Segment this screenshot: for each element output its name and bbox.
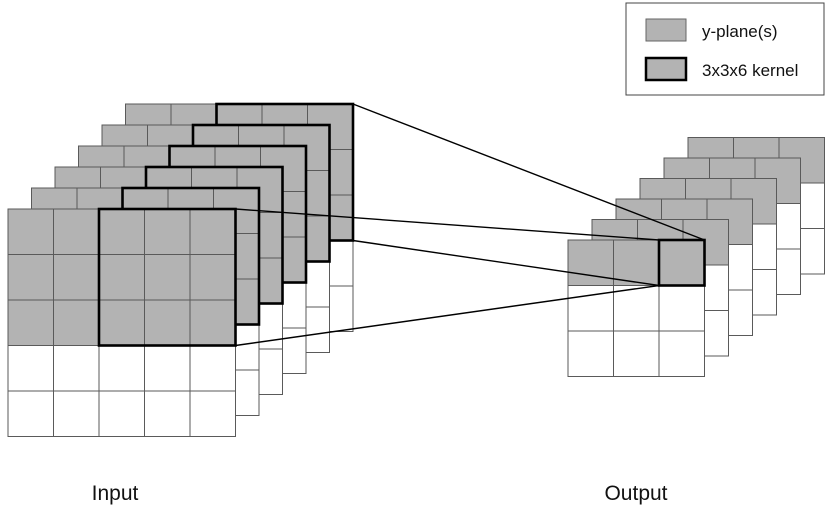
connector-lines: [235, 103, 705, 347]
input-plane-1: [7, 207, 237, 437]
grid-cell: [53, 254, 100, 301]
grid-cell: [189, 254, 236, 301]
grid-cell: [53, 390, 100, 437]
grid-cell: [567, 330, 614, 377]
grid-cell: [189, 345, 236, 392]
input-label: Input: [92, 482, 139, 505]
output-plane-1: [567, 238, 706, 377]
output-label: Output: [604, 482, 667, 505]
kernel-outline: [97, 207, 237, 347]
grid-cell: [7, 254, 54, 301]
legend-swatch-kernel: [644, 56, 688, 82]
grid-cell: [144, 299, 191, 346]
grid-cell: [7, 299, 54, 346]
grid-cell: [98, 390, 145, 437]
grid-cell: [98, 299, 145, 346]
grid-cell: [658, 239, 705, 286]
connector-line-1: [352, 103, 705, 241]
grid-cell: [567, 239, 614, 286]
grid-cell: [189, 299, 236, 346]
kernel-outline: [657, 238, 706, 287]
grid-cell: [613, 330, 660, 377]
grid-cell: [7, 208, 54, 255]
grid-cell: [7, 345, 54, 392]
grid-cell: [98, 208, 145, 255]
volumes-layer: [7, 102, 825, 437]
grid-cell: [98, 254, 145, 301]
grid-cell: [144, 254, 191, 301]
legend-label-kernel: 3x3x6 kernel: [702, 61, 798, 80]
connector-line-3: [352, 239, 660, 287]
grid-cell: [658, 285, 705, 332]
grid-cell: [144, 208, 191, 255]
grid-cell: [53, 345, 100, 392]
connector-line-2: [235, 208, 660, 241]
connector-line-4: [235, 284, 660, 347]
grid-cell: [53, 299, 100, 346]
grid-cell: [189, 390, 236, 437]
legend-label-y-plane: y-plane(s): [702, 22, 778, 41]
grid-cell: [144, 390, 191, 437]
grid-cell: [613, 239, 660, 286]
grid-cell: [98, 345, 145, 392]
grid-cell: [189, 208, 236, 255]
grid-cell: [144, 345, 191, 392]
grid-cell: [613, 285, 660, 332]
grid-cell: [53, 208, 100, 255]
legend-swatch-y-plane: [645, 18, 687, 42]
legend: y-plane(s) 3x3x6 kernel: [625, 2, 825, 96]
grid-cell: [658, 330, 705, 377]
grid-cell: [7, 390, 54, 437]
